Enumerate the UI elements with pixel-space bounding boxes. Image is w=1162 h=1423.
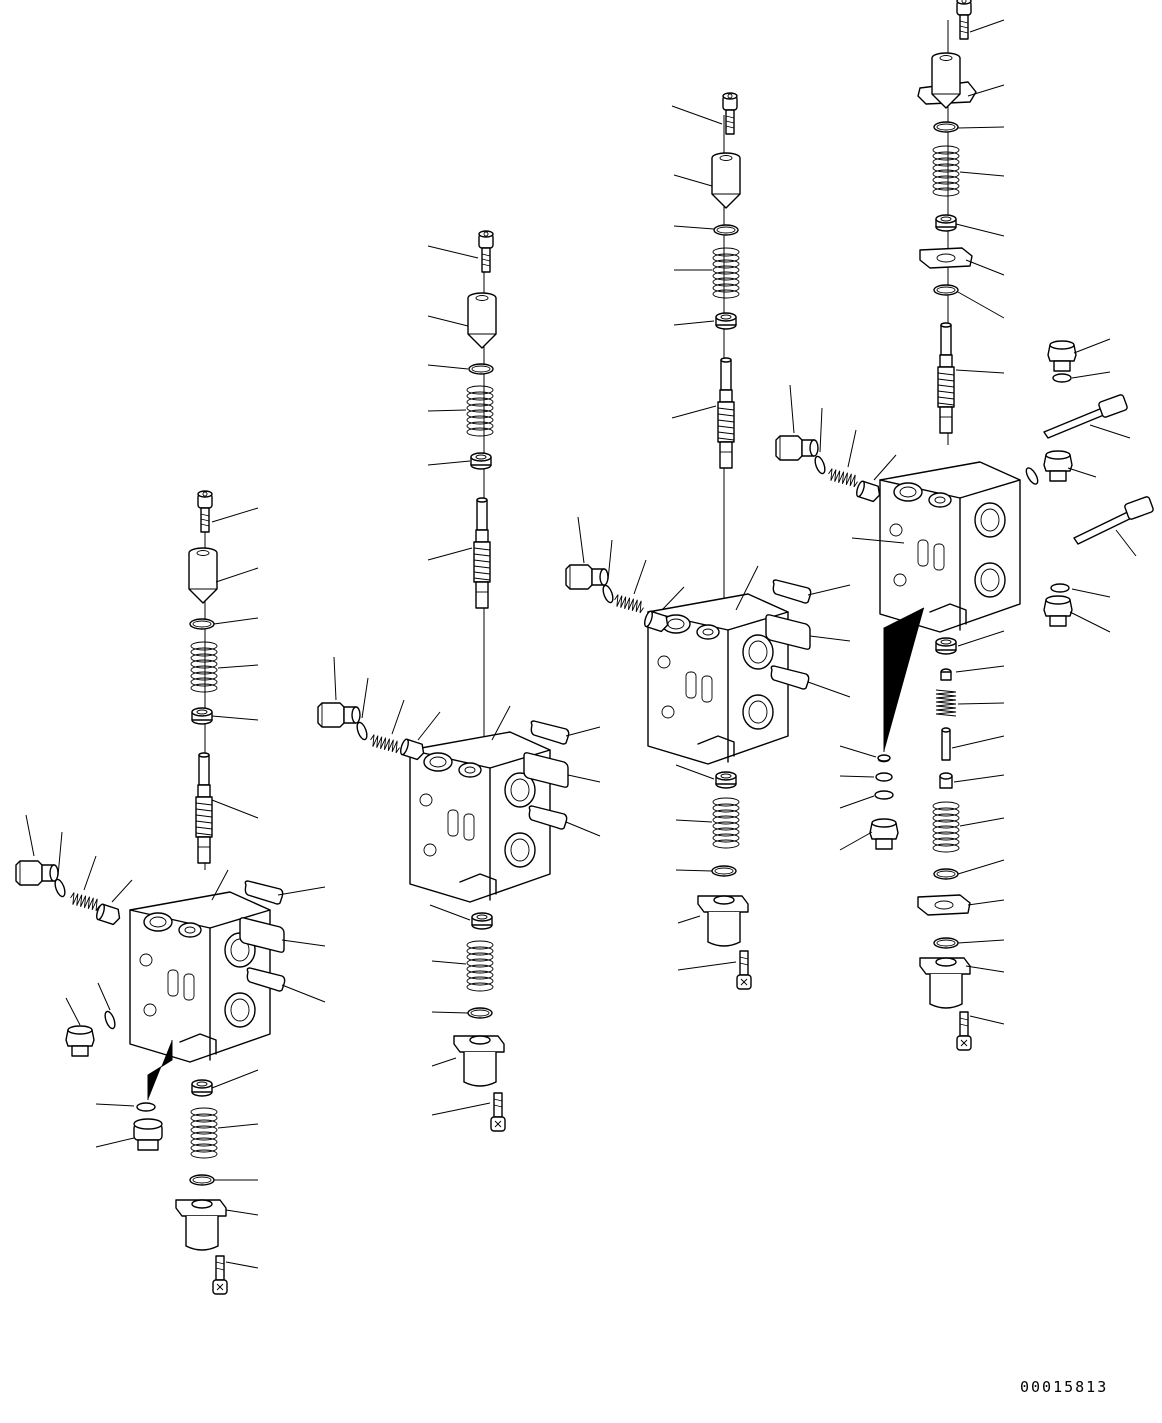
- drawing-number: 00015813: [1020, 1378, 1109, 1396]
- leader-lines-1: [25, 507, 326, 1269]
- leader-lines-3: [577, 105, 851, 971]
- leader-lines-2: [333, 245, 601, 1116]
- valve-section-2: [317, 230, 601, 1132]
- valve-section-4: [775, 0, 1154, 1051]
- valve-section-3: [565, 92, 851, 990]
- valve-section-1: [15, 490, 326, 1295]
- leader-lines-4: [789, 19, 1137, 1025]
